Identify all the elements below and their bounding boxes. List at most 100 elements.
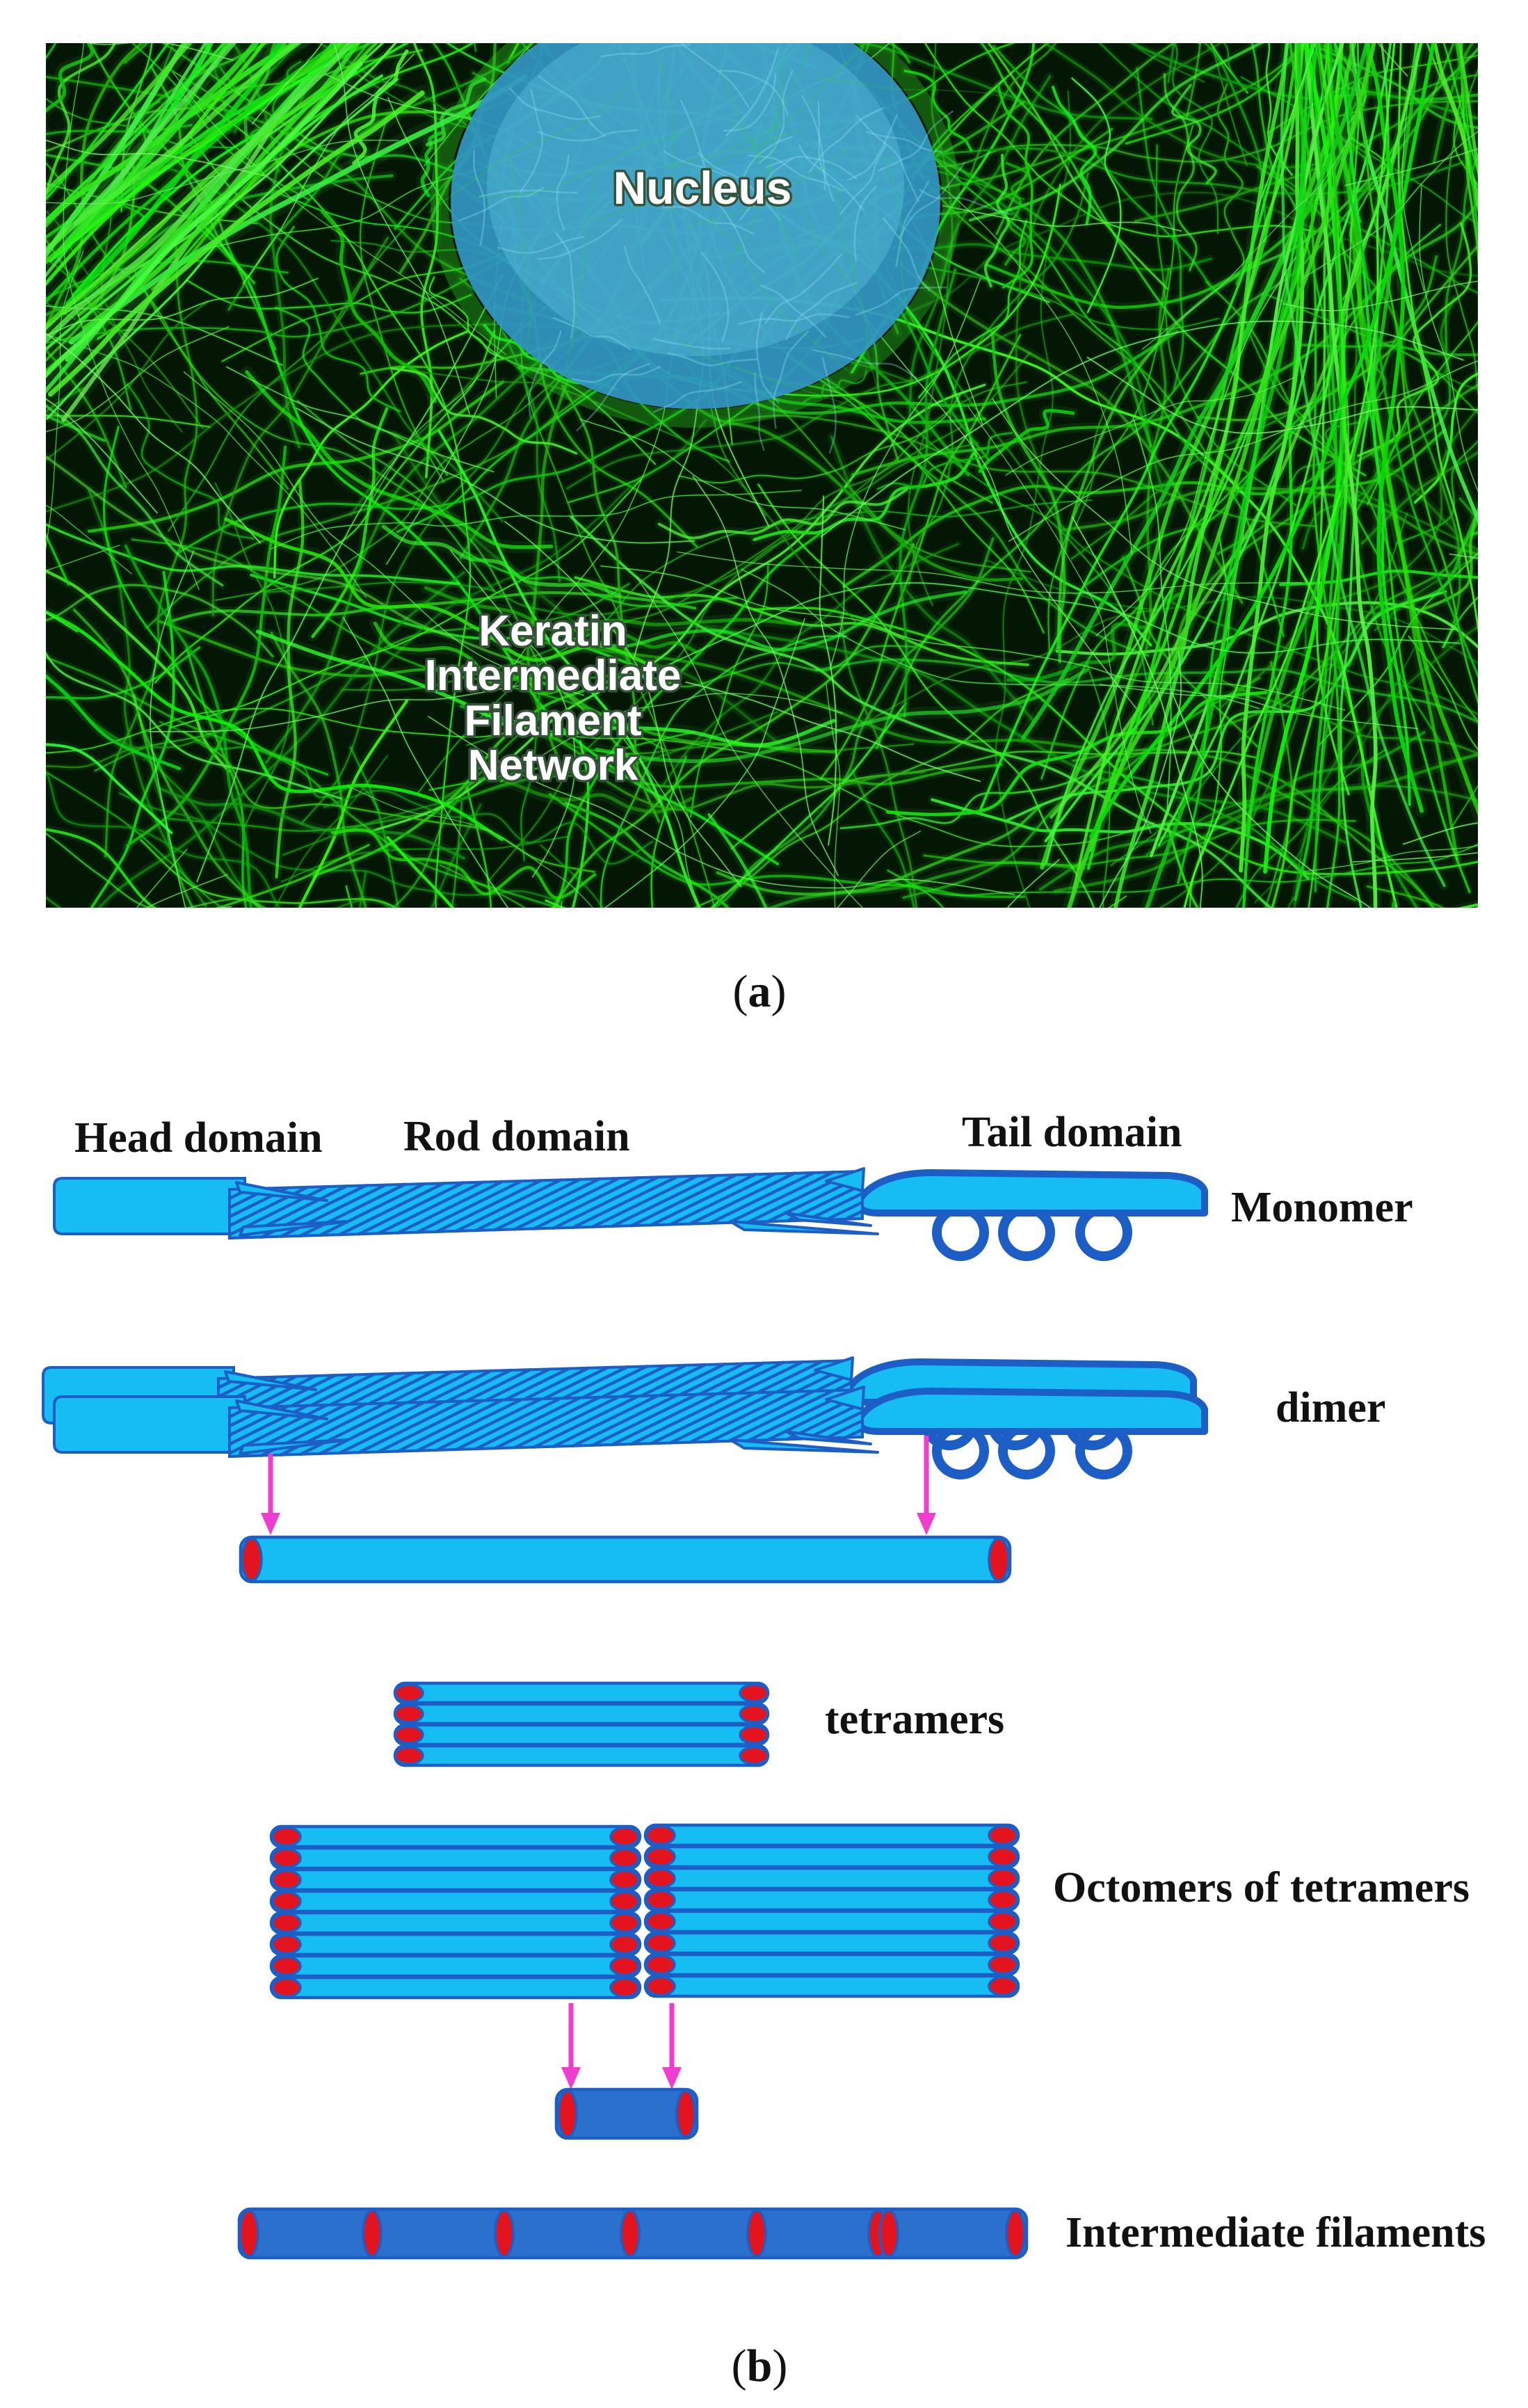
keratin-filament-strand (0, 488, 20, 789)
keratin-filament-strand (46, 569, 230, 773)
keratin-filament-strand (1442, 595, 1478, 648)
keratin-filament-strand (1301, 297, 1456, 549)
keratin-filament-strand (1209, 43, 1248, 94)
keratin-filament-strand (531, 639, 1086, 749)
tetramer-rod (393, 1702, 770, 1726)
keratin-filament-strand (211, 236, 389, 617)
rod-end-cap (271, 1934, 302, 1955)
keratin-filament-strand (1178, 965, 1511, 1033)
keratin-filament-strand (46, 258, 204, 429)
rod-end-cap (675, 2089, 696, 2138)
keratin-filament-strand (1095, 257, 1296, 636)
filament-glow (1388, 897, 1399, 908)
network-label: Keratin Intermediate Filament Network (422, 605, 684, 792)
keratin-filament-strand (176, 0, 676, 33)
keratin-filament-strand (692, 475, 839, 876)
coiled-coil-stripe (318, 1400, 426, 1456)
keratin-filament-strand (97, 571, 465, 908)
keratin-filament-strand (170, 479, 642, 728)
keratin-filament-strand (1171, 83, 1217, 184)
chromatin-texture (817, 100, 835, 202)
keratin-filament-strand (986, 559, 1478, 664)
octomer-rod (643, 1845, 1020, 1869)
octomer-rod (269, 1932, 642, 1957)
keratin-filament-strand (265, 442, 979, 616)
filament-glow (1178, 965, 1511, 1033)
coiled-coil-stripe (571, 1175, 679, 1230)
keratin-filament-strand (46, 43, 226, 223)
chromatin-texture (623, 246, 661, 325)
keratin-filament-strand (185, 647, 248, 908)
keratin-filament-strand (664, 47, 864, 169)
keratin-filament-strand (1455, 43, 1478, 246)
keratin-filament-strand (1166, 821, 1199, 908)
chromatin-texture (808, 106, 885, 173)
keratin-filament-strand (657, 488, 908, 540)
chromatin-texture (895, 180, 930, 268)
head-domain-segment (53, 1177, 246, 1235)
chromatin-texture (765, 156, 858, 180)
keratin-filament-strand (46, 332, 262, 544)
keratin-filament-strand (1296, 343, 1478, 357)
rod-end-cap (988, 1537, 1010, 1582)
keratin-filament-strand (1503, 250, 1528, 441)
keratin-filament-strand (72, 43, 410, 297)
keratin-filament-strand (803, 370, 868, 403)
keratin-filament-strand (1210, 0, 1450, 26)
filament-glow (1524, 0, 1528, 210)
coiled-coil-stripe (552, 1175, 660, 1230)
micrograph-image (0, 0, 1528, 1085)
keratin-filament-strand (46, 771, 224, 908)
rod-end-cap (739, 1746, 769, 1765)
keratin-filament-strand (1177, 43, 1319, 884)
rod-end-cap (609, 1934, 640, 1955)
octomer-rod (269, 1868, 642, 1892)
keratin-filament-strand (261, 1014, 579, 1076)
keratin-filament-strand (417, 499, 1093, 794)
chromatin-texture (663, 150, 743, 188)
keratin-filament-strand (712, 537, 995, 908)
coiled-coil-stripe (707, 1389, 816, 1444)
filament-glow (0, 0, 24, 1)
rod-end-cap (645, 1954, 676, 1975)
keratin-filament-strand (623, 739, 701, 908)
octomer-to-unit-arrows (561, 2003, 682, 2089)
tetramer-bundle (393, 1681, 770, 1767)
keratin-filament-strand (808, 43, 1153, 120)
keratin-filament-strand (1353, 852, 1478, 862)
keratin-filament-strand (0, 120, 7, 778)
keratin-filament-strand (1198, 43, 1201, 45)
keratin-filament-strand (0, 956, 21, 1085)
chromatin-texture (554, 232, 576, 339)
rod-end-cap (394, 1704, 424, 1724)
keratin-filament-strand (1171, 691, 1372, 908)
keratin-filament-strand (0, 216, 23, 404)
keratin-filament-strand (1401, 43, 1424, 291)
nucleus-texture (428, 43, 1028, 454)
keratin-filament-strand (420, 131, 443, 198)
filament-glow (0, 956, 21, 1085)
caption-letter: b (747, 2341, 773, 2391)
keratin-filament-strand (1265, 43, 1293, 176)
filament-glow (0, 82, 34, 577)
keratin-filament-strand (361, 419, 707, 690)
filament-glow (1503, 250, 1528, 441)
keratin-filament-strand (390, 367, 578, 455)
keratin-filament-strand (133, 693, 195, 908)
keratin-filament-strand (1346, 86, 1478, 102)
keratin-filament-strand (1244, 43, 1419, 835)
keratin-filament-strand (104, 230, 198, 858)
keratin-filament-strand (215, 844, 370, 908)
coiled-coil-stripe (590, 1174, 699, 1229)
keratin-filament-strand (1505, 217, 1528, 483)
chromatin-texture (855, 114, 919, 202)
keratin-filament-strand (524, 0, 858, 5)
rod-end-cap (988, 1824, 1018, 1846)
keratin-filament-strand (812, 0, 960, 26)
keratin-filament-strand (1067, 43, 1376, 908)
keratin-filament-strand (183, 371, 585, 696)
rod-strand-tip (729, 1438, 879, 1454)
nucleus-highlight (487, 43, 904, 356)
keratin-filament-strand (907, 43, 954, 606)
